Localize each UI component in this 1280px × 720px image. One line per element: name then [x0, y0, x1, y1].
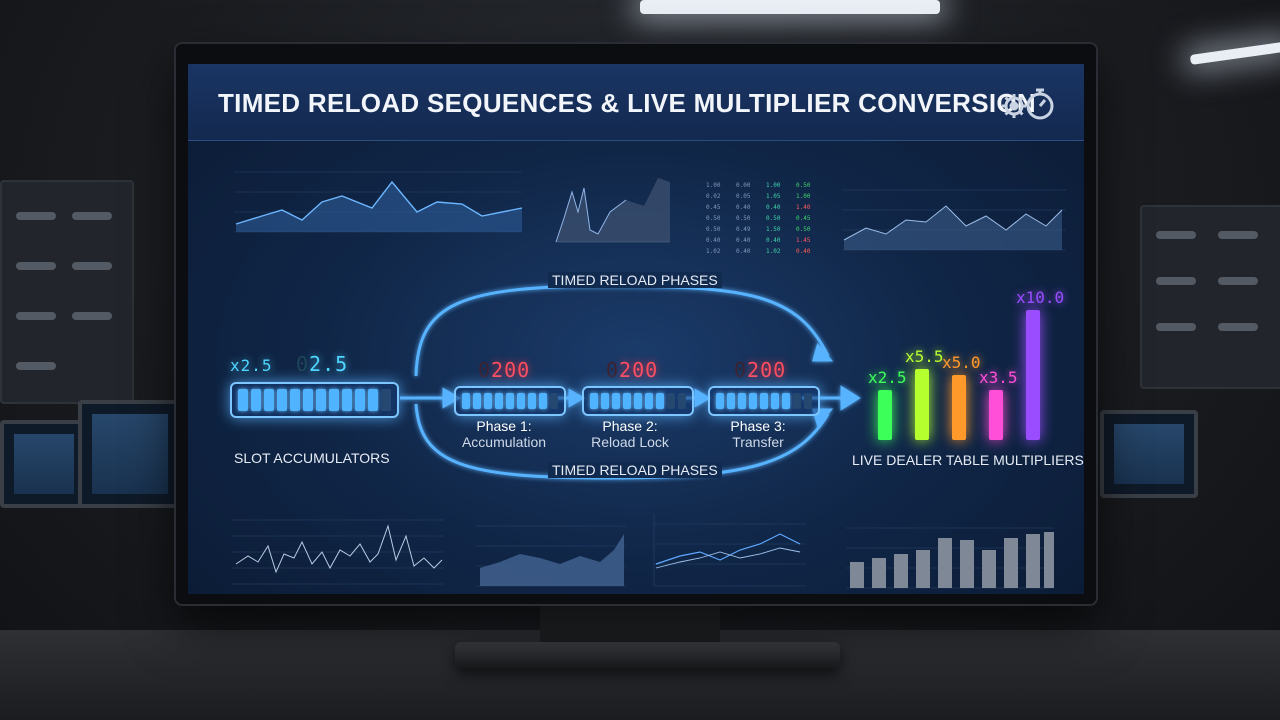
source-counter: 02.5: [296, 352, 349, 376]
ceiling-light: [640, 0, 940, 14]
page-title: TIMED RELOAD SEQUENCES & LIVE MULTIPLIER…: [218, 88, 1036, 118]
phase-1-title: Phase 1:Accumulation: [461, 418, 547, 450]
phase-3-counter: 0200: [734, 358, 787, 382]
background-monitor: [78, 400, 182, 508]
multiplier-bar: [952, 375, 966, 440]
source-accumulator-bar: [230, 382, 399, 418]
mini-line-chart: [826, 176, 1066, 264]
gear-stopwatch-icon: [1002, 88, 1054, 120]
phase-2-counter: 0200: [606, 358, 659, 382]
flow-label-bottom: TIMED RELOAD PHASES: [548, 462, 722, 478]
monitor-base: [455, 642, 840, 668]
ceiling-light: [1189, 41, 1280, 65]
phase-1-counter: 0200: [478, 358, 531, 382]
phase-2-title: Phase 2:Reload Lock: [591, 418, 669, 450]
background-monitor: [1100, 410, 1198, 498]
monitor-stand: [540, 600, 720, 650]
phase-1-bar: [454, 386, 566, 416]
phase-2-bar: [582, 386, 694, 416]
multiplier-bar: [878, 390, 892, 440]
mini-bar-chart: [832, 508, 1056, 594]
multiplier-bar: [915, 368, 929, 440]
mini-line-chart: [218, 502, 448, 592]
source-label: SLOT ACCUMULATORS: [234, 450, 390, 466]
source-multiplier: x2.5: [230, 356, 273, 375]
mini-line-chart: [650, 504, 810, 592]
target-label: LIVE DEALER TABLE MULTIPLIERS: [852, 452, 1084, 468]
dashboard-screen: TIMED RELOAD SEQUENCES & LIVE MULTIPLIER…: [188, 64, 1084, 594]
mini-area-chart: [460, 506, 630, 594]
mini-line-chart: [222, 158, 522, 248]
main-monitor: TIMED RELOAD SEQUENCES & LIVE MULTIPLIER…: [176, 44, 1096, 604]
multiplier-value: x5.5: [905, 346, 944, 366]
server-rack-right: [1140, 205, 1280, 389]
multiplier-value: x10.0: [1016, 288, 1065, 307]
multiplier-value: x5.0: [942, 353, 981, 372]
multiplier-bar: [989, 390, 1003, 440]
multiplier-bar: [1026, 310, 1040, 440]
background-monitor: [0, 420, 88, 508]
multiplier-value: x3.5: [979, 368, 1018, 387]
multiplier-value: x2.5: [868, 368, 907, 387]
phase-3-bar: [708, 386, 820, 416]
dashboard-header: TIMED RELOAD SEQUENCES & LIVE MULTIPLIER…: [188, 64, 1084, 141]
server-rack-left: [0, 180, 134, 404]
flow-label-top: TIMED RELOAD PHASES: [548, 272, 722, 288]
mini-area-chart: [554, 172, 672, 246]
phase-3-title: Phase 3:Transfer: [730, 418, 786, 450]
